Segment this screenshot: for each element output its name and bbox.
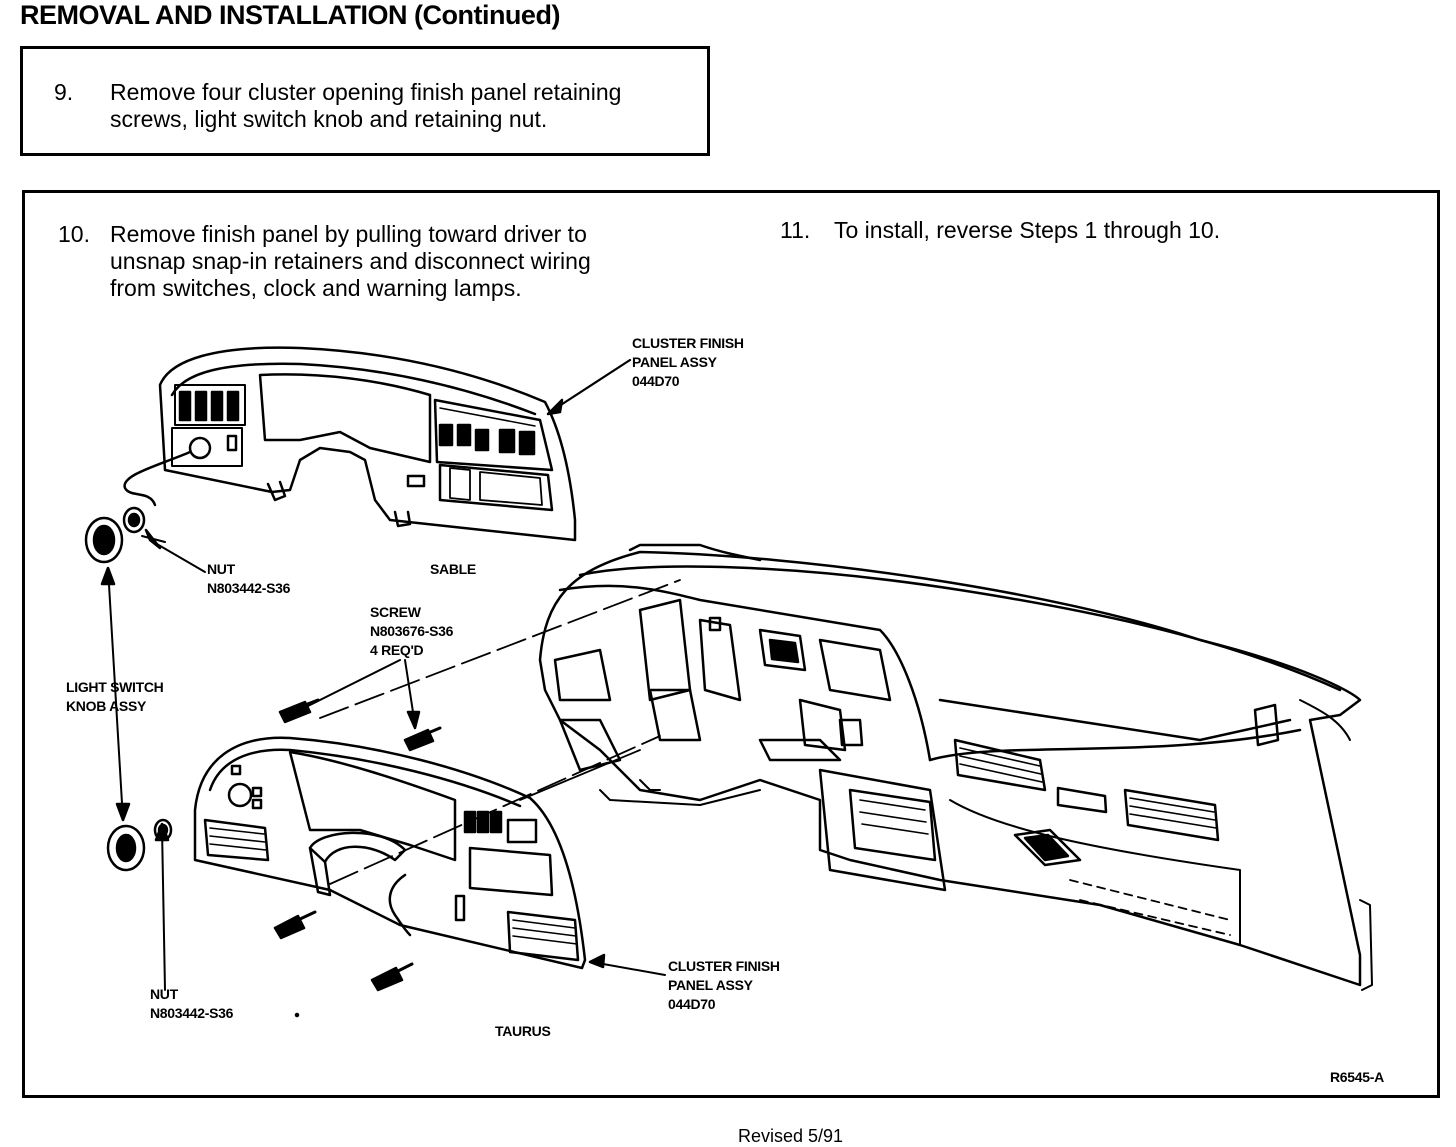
step-number: 9.: [54, 79, 74, 105]
callout-light-switch-knob: LIGHT SWITCH KNOB ASSY: [66, 678, 164, 716]
step-text-line: unsnap snap-in retainers and disconnect …: [110, 248, 591, 274]
step-text-line: To install, reverse Steps 1 through 10.: [834, 217, 1221, 243]
callout-line: SCREW: [370, 604, 421, 620]
step-9-box: [20, 46, 710, 156]
callout-cluster-finish-panel-bottom: CLUSTER FINISH PANEL ASSY 044D70: [668, 957, 780, 1014]
callout-nut-bottom: NUT N803442-S36: [150, 985, 233, 1023]
taurus-light-switch-knob: [106, 818, 173, 872]
callout-line: NUT: [207, 561, 235, 577]
callout-line: 4 REQ'D: [370, 642, 424, 658]
callout-taurus: TAURUS: [495, 1023, 551, 1039]
figure-box: [22, 190, 1440, 1098]
sable-light-switch-knob: [84, 450, 192, 564]
callout-nut-top: NUT N803442-S36: [207, 560, 290, 598]
callout-line: LIGHT SWITCH: [66, 679, 164, 695]
callout-sable: SABLE: [430, 561, 476, 577]
step-text-line: screws, light switch knob and retaining …: [110, 106, 548, 132]
callout-line: N803442-S36: [207, 580, 291, 596]
callout-line: N803442-S36: [150, 1005, 234, 1021]
figure-code: R6545-A: [1330, 1069, 1384, 1085]
instrument-panel-assembly: [538, 543, 1373, 991]
step-text-line: from switches, clock and warning lamps.: [110, 275, 522, 301]
callout-line: CLUSTER FINISH: [632, 335, 744, 351]
callout-line: KNOB ASSY: [66, 698, 147, 714]
step-number: 10.: [58, 221, 90, 247]
callout-screw: SCREW N803676-S36 4 REQ'D: [370, 603, 453, 660]
screws: [273, 698, 442, 992]
callout-line: NUT: [150, 986, 178, 1002]
page-title: REMOVAL AND INSTALLATION (Continued): [20, 0, 560, 30]
callout-line: 044D70: [668, 996, 716, 1012]
revision-note: Revised 5/91: [738, 1126, 844, 1146]
taurus-cluster-panel: [193, 736, 587, 970]
callout-line: PANEL ASSY: [632, 354, 717, 370]
callout-line: 044D70: [632, 373, 680, 389]
step-text-line: Remove finish panel by pulling toward dr…: [110, 221, 587, 247]
step-number: 11.: [780, 217, 811, 243]
callout-line: PANEL ASSY: [668, 977, 753, 993]
callout-cluster-finish-panel-top: CLUSTER FINISH PANEL ASSY 044D70: [632, 334, 744, 391]
callout-line: N803676-S36: [370, 623, 454, 639]
callout-line: CLUSTER FINISH: [668, 958, 780, 974]
sable-cluster-panel: [158, 346, 577, 542]
step-text-line: Remove four cluster opening finish panel…: [110, 79, 622, 105]
